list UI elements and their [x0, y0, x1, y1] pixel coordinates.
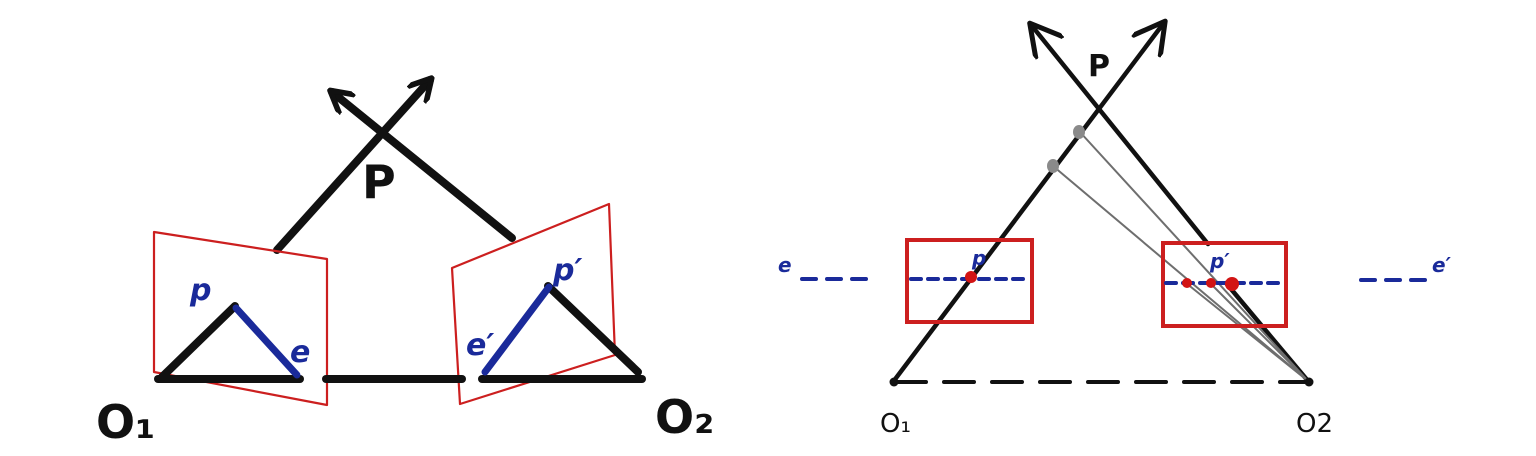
- image-point-p-prime-3: [1225, 277, 1239, 291]
- left-panel: P O₁ O₂ p e p′ e′: [96, 80, 714, 449]
- right-camera-o1-label: O₁: [880, 409, 911, 439]
- o1-center-dot: [889, 377, 899, 387]
- candidate-point-lower: [1047, 159, 1059, 173]
- o2-center-dot: [1304, 377, 1314, 387]
- gray-ray-2: [1052, 165, 1309, 382]
- left-epipolar-line: [232, 304, 301, 379]
- right-camera-o2-label: O2: [1296, 409, 1333, 439]
- left-point-label: P: [362, 155, 396, 209]
- right-epipole-label: e′: [466, 328, 494, 363]
- left-image-rect: [905, 238, 1034, 324]
- right-panel: P O₁ O2 p p′ e e′: [778, 24, 1452, 439]
- left-ray-to-p: [273, 80, 430, 254]
- left-image-plane: [152, 230, 329, 407]
- right-epipolar-line: [481, 283, 553, 376]
- right-camera-ray-upper: [1032, 26, 1211, 247]
- image-point-p-prime-2: [1206, 278, 1216, 288]
- right-epipolar-label: e′: [1432, 253, 1452, 277]
- right-panel-p-label: p: [971, 246, 986, 270]
- image-point-p: [965, 271, 977, 283]
- left-camera-o2-label: O₂: [655, 390, 714, 444]
- right-point-label: P: [1088, 49, 1110, 84]
- left-epipole-label: e: [290, 335, 310, 370]
- image-point-p-prime-1: [1182, 278, 1192, 288]
- right-ray-to-p: [332, 92, 516, 242]
- candidate-point-upper: [1073, 125, 1085, 139]
- right-triangle-ray-o2-p: [544, 282, 642, 376]
- left-camera-o1-label: O₁: [96, 395, 155, 449]
- left-camera-ray: [890, 24, 1163, 385]
- right-image-point-label: p′: [552, 253, 582, 288]
- left-epipolar-label: e: [778, 253, 792, 277]
- gray-ray-1: [1078, 130, 1309, 382]
- right-panel-p-prime-label: p′: [1209, 249, 1230, 273]
- right-image-rect: [1161, 241, 1288, 328]
- left-image-point-label: p: [189, 273, 211, 308]
- gray-ray-3: [1185, 282, 1309, 382]
- left-triangle-ray-o1-p: [158, 302, 239, 381]
- gray-ray-4: [1209, 282, 1309, 382]
